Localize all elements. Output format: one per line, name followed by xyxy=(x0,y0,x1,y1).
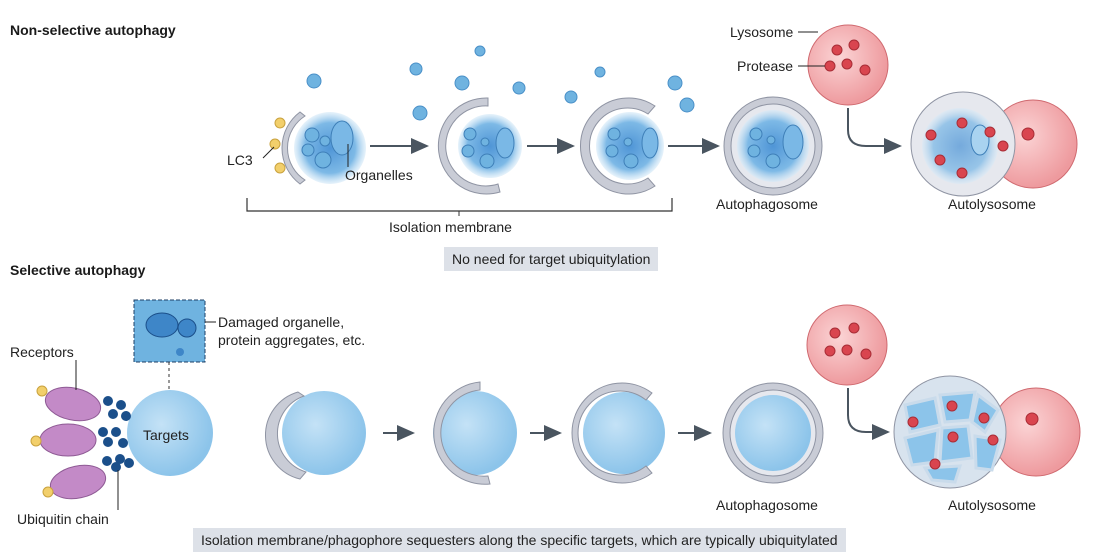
label-damaged-line1: Damaged organelle, xyxy=(218,314,344,330)
note-nonselective: No need for target ubiquitylation xyxy=(444,247,659,271)
stage1-phagophore xyxy=(262,111,366,185)
ubiquitin-chains xyxy=(98,396,134,472)
autolysosome-selective xyxy=(893,375,1081,489)
section-title-nonselective: Non-selective autophagy xyxy=(10,22,176,38)
stage2-phagophore xyxy=(437,97,522,195)
label-lc3: LC3 xyxy=(227,152,253,168)
stage3-phagophore xyxy=(579,97,664,195)
fusion-arrow xyxy=(847,388,890,440)
target-sphere xyxy=(127,390,213,476)
autophagosome-nonselective xyxy=(723,96,823,196)
label-autolysosome-selective: Autolysosome xyxy=(948,497,1036,513)
label-damaged-line2: protein aggregates, etc. xyxy=(218,332,365,348)
section-title-selective: Selective autophagy xyxy=(10,262,146,278)
isolation-membrane-bracket xyxy=(246,198,673,212)
note-selective: Isolation membrane/phagophore sequesters… xyxy=(193,528,846,552)
label-receptors: Receptors xyxy=(10,344,74,360)
label-autophagosome: Autophagosome xyxy=(716,196,818,212)
label-organelles: Organelles xyxy=(345,167,413,183)
label-protease: Protease xyxy=(737,58,793,74)
label-ubiquitin-chain: Ubiquitin chain xyxy=(17,511,109,527)
damaged-organelle-inset xyxy=(133,299,206,363)
selective-stage3 xyxy=(571,382,665,484)
label-isolation-membrane: Isolation membrane xyxy=(389,219,512,235)
label-lysosome: Lysosome xyxy=(730,24,794,40)
lysosome-selective xyxy=(806,304,888,386)
label-targets: Targets xyxy=(143,427,189,443)
receptors xyxy=(30,385,107,500)
label-autolysosome: Autolysosome xyxy=(948,196,1036,212)
autolysosome-nonselective xyxy=(910,91,1078,197)
lysosome xyxy=(807,24,889,106)
label-autophagosome-selective: Autophagosome xyxy=(716,497,818,513)
protease-icons xyxy=(824,39,871,76)
free-organelles xyxy=(306,45,695,121)
autophagosome-selective xyxy=(722,382,824,484)
lc3-dots xyxy=(269,117,286,174)
fusion-arrow xyxy=(847,108,902,154)
selective-stage1 xyxy=(264,391,366,480)
selective-stage2 xyxy=(433,381,517,485)
